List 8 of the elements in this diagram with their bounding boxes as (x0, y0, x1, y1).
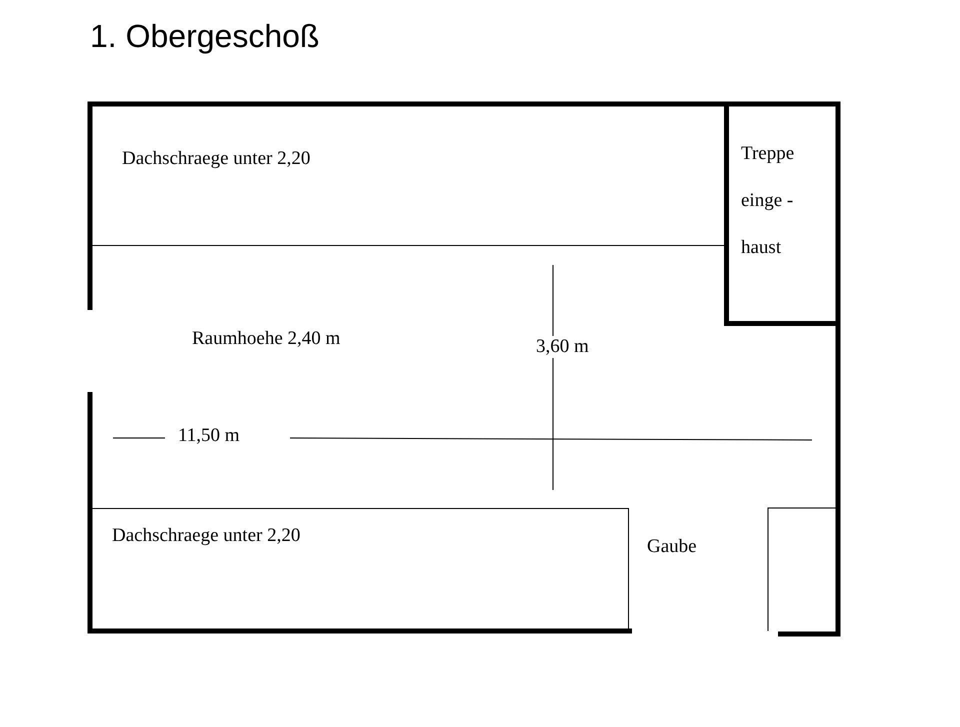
room-height-label: Raumhoehe 2,40 m (190, 328, 342, 350)
zone-label: Gaube (647, 536, 697, 559)
plan-title: 1. Obergeschoß (90, 18, 320, 55)
room-zone (92, 508, 629, 630)
zone-label: Dachschraege unter 2,20 (112, 525, 300, 548)
zone-label: Treppe einge -haust (741, 142, 796, 260)
zone-label: Dachschraege unter 2,20 (122, 148, 310, 171)
dimension-label: 3,60 m (534, 336, 591, 358)
